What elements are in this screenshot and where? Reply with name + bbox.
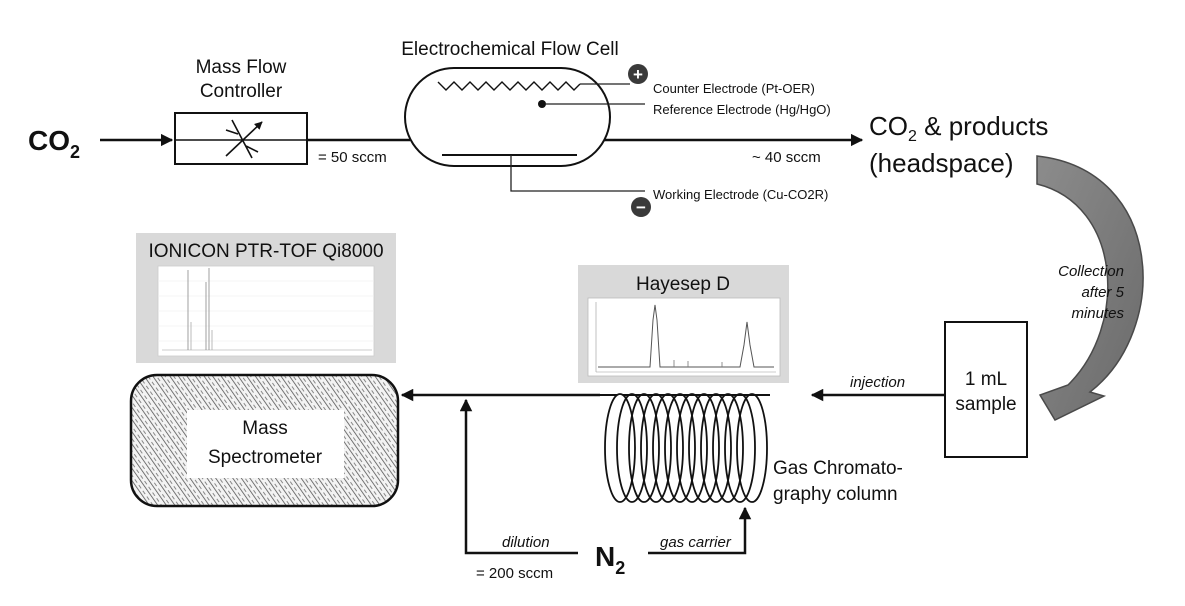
mass-spectrum-thumbnail — [157, 265, 375, 357]
minus-terminal-icon: − — [631, 197, 651, 217]
variable-valve-icon — [175, 119, 307, 159]
outlet-flow-label: ~ 40 sccm — [752, 149, 821, 166]
reference-electrode-label: Reference Electrode (Hg/HgO) — [653, 102, 831, 117]
sample-label-line2: sample — [955, 394, 1016, 415]
plus-terminal-icon: + — [628, 64, 648, 84]
reference-electrode-dot — [538, 100, 546, 108]
svg-text:+: + — [633, 65, 643, 84]
gas-carrier-arrow — [648, 506, 752, 555]
dilution-flow-label: = 200 sccm — [476, 565, 553, 582]
injection-label: injection — [850, 374, 905, 391]
collection-label-line2: after 5 — [1081, 284, 1124, 301]
gas-carrier-label: gas carrier — [660, 534, 732, 551]
working-electrode-label: Working Electrode (Cu-CO2R) — [653, 187, 828, 202]
working-leader — [510, 155, 645, 192]
co2-inlet-label: CO2 — [28, 125, 80, 162]
hayesep-label: Hayesep D — [636, 274, 730, 295]
flow-cell-title: Electrochemical Flow Cell — [401, 39, 619, 60]
curved-transfer-arrow-icon — [1036, 155, 1144, 421]
counter-electrode-label: Counter Electrode (Pt-OER) — [653, 81, 815, 96]
counter-electrode-zigzag — [437, 81, 581, 91]
collection-label-line1: Collection — [1058, 263, 1124, 280]
coil-column-icon — [600, 393, 770, 503]
sample-box — [944, 321, 1028, 458]
dilution-arrow — [459, 398, 578, 555]
svg-text:−: − — [636, 198, 646, 217]
sample-label-line1: 1 mL — [965, 369, 1007, 390]
mfc-flow-label: = 50 sccm — [318, 149, 387, 166]
headspace-label: (headspace) — [869, 148, 1014, 178]
mfc-label-line2: Controller — [200, 81, 283, 102]
n2-source-label: N2 — [595, 541, 625, 578]
chromatogram-thumbnail — [587, 297, 781, 377]
ms-label-line1: Mass — [242, 418, 287, 439]
ptr-tof-label: IONICON PTR-TOF Qi8000 — [148, 241, 383, 262]
gc-label-line1: Gas Chromato- — [773, 458, 903, 479]
mfc-label-line1: Mass Flow — [196, 57, 287, 78]
flow-cell-body — [404, 67, 611, 167]
mass-spectrometer-label-bg — [187, 410, 344, 478]
dilution-label: dilution — [502, 534, 550, 551]
ms-label-line2: Spectrometer — [208, 447, 323, 468]
gc-label-line2: graphy column — [773, 484, 898, 505]
products-label: CO2 & products — [869, 111, 1048, 145]
collection-label-line3: minutes — [1071, 305, 1124, 322]
